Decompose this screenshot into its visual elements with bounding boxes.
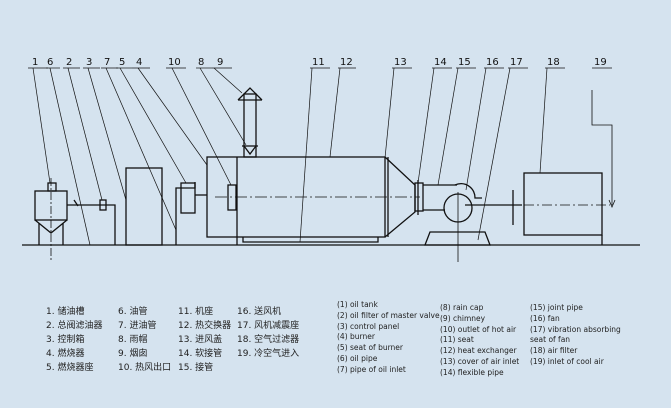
heat-exchanger — [206, 156, 420, 245]
legend-en-item: (19) inlet of cool air — [530, 357, 604, 366]
legend-en-item: (2) oil filter of master valve — [337, 310, 440, 320]
oil-filter — [67, 199, 116, 245]
callout-14: 14 — [434, 57, 447, 68]
legend-cn-item: 15. 接管 — [178, 363, 214, 373]
air-filter — [523, 90, 616, 245]
legend-cn-item: 17. 风机减震座 — [237, 321, 300, 331]
legend-cn-item: 19. 冷空气进入 — [237, 349, 300, 359]
legend-cn-item: 18. 空气过滤器 — [237, 335, 300, 345]
callout-numbers: 1 6 2 3 7 5 4 10 8 9 11 12 13 14 15 16 1… — [32, 57, 607, 68]
legend-en-item: (9) chimney — [440, 313, 486, 323]
oil-tank — [34, 178, 68, 260]
legend-cn-item: 7. 进油管 — [118, 321, 157, 331]
legend-en-item: (13) cover of air inlet — [440, 357, 520, 366]
callout-19: 19 — [594, 57, 607, 68]
callout-18: 18 — [547, 57, 560, 68]
legend-cn-item: 5. 燃烧器座 — [46, 363, 94, 373]
burner — [175, 182, 207, 245]
legend-en-item: (1) oil tank — [337, 300, 378, 309]
legend-cn-item: 8. 雨帽 — [118, 335, 148, 345]
legend-en-item: (14) flexible pipe — [440, 367, 504, 377]
callout-11: 11 — [312, 57, 325, 68]
legend-en-item: (15) joint pipe — [530, 303, 583, 312]
legend-en-item: (18) air filter — [530, 346, 578, 356]
chimney — [237, 87, 263, 158]
legend-en-item: (7) pipe of oil inlet — [337, 364, 406, 374]
legend-en-item: (6) oil pipe — [337, 354, 378, 363]
callout-1: 1 — [32, 57, 38, 68]
legend-cn-item: 13. 进风盖 — [178, 335, 223, 345]
callout-5: 5 — [119, 57, 125, 68]
legend-en-item: (8) rain cap — [440, 303, 484, 312]
legend-cn-item: 14. 软接管 — [178, 349, 223, 359]
legend-en-item: (16) fan — [530, 313, 560, 323]
fan — [414, 180, 522, 262]
callout-2: 2 — [66, 57, 72, 68]
callout-16: 16 — [486, 57, 499, 68]
callout-7: 7 — [104, 57, 110, 68]
callout-17: 17 — [510, 57, 523, 68]
control-panel — [125, 167, 163, 246]
legend-en-item: (5) seat of burner — [337, 343, 403, 353]
callout-4: 4 — [136, 57, 142, 68]
legend-en-item: (10) outlet of hot air — [440, 324, 517, 334]
callout-9: 9 — [217, 57, 223, 68]
legend-en-item: seat of fan — [530, 335, 571, 345]
callout-15: 15 — [458, 57, 471, 68]
callout-3: 3 — [86, 57, 92, 68]
leader-lines — [28, 67, 612, 246]
callout-13: 13 — [394, 57, 407, 68]
legend-cn-item: 1. 储油槽 — [46, 307, 85, 317]
legend-cn-item: 10. 热风出口 — [118, 363, 172, 373]
callout-8: 8 — [198, 57, 204, 68]
legend-en-item: (4) burner — [337, 332, 375, 342]
legend-en-item: (17) vibration absorbing — [530, 324, 621, 334]
legend-cn-item: 9. 烟囱 — [118, 349, 148, 359]
legend-en-item: (12) heat exchanger — [440, 346, 517, 356]
legend-cn-item: 3. 控制箱 — [46, 335, 85, 345]
legend-cn-item: 4. 燃烧器 — [46, 349, 85, 359]
legend-cn-item: 12. 热交换器 — [178, 321, 232, 331]
legend-en-item: (11) seat — [440, 335, 474, 345]
legend-cn-item: 11. 机座 — [178, 307, 214, 317]
legend-cn-item: 2. 总阀滤油器 — [46, 321, 103, 331]
callout-6: 6 — [47, 57, 53, 68]
legend-en-item: (3) control panel — [337, 321, 400, 331]
callout-12: 12 — [340, 57, 353, 68]
legend-cn-item: 16. 送风机 — [237, 307, 282, 317]
callout-10: 10 — [168, 57, 181, 68]
legend-cn-item: 6. 油管 — [118, 307, 148, 317]
